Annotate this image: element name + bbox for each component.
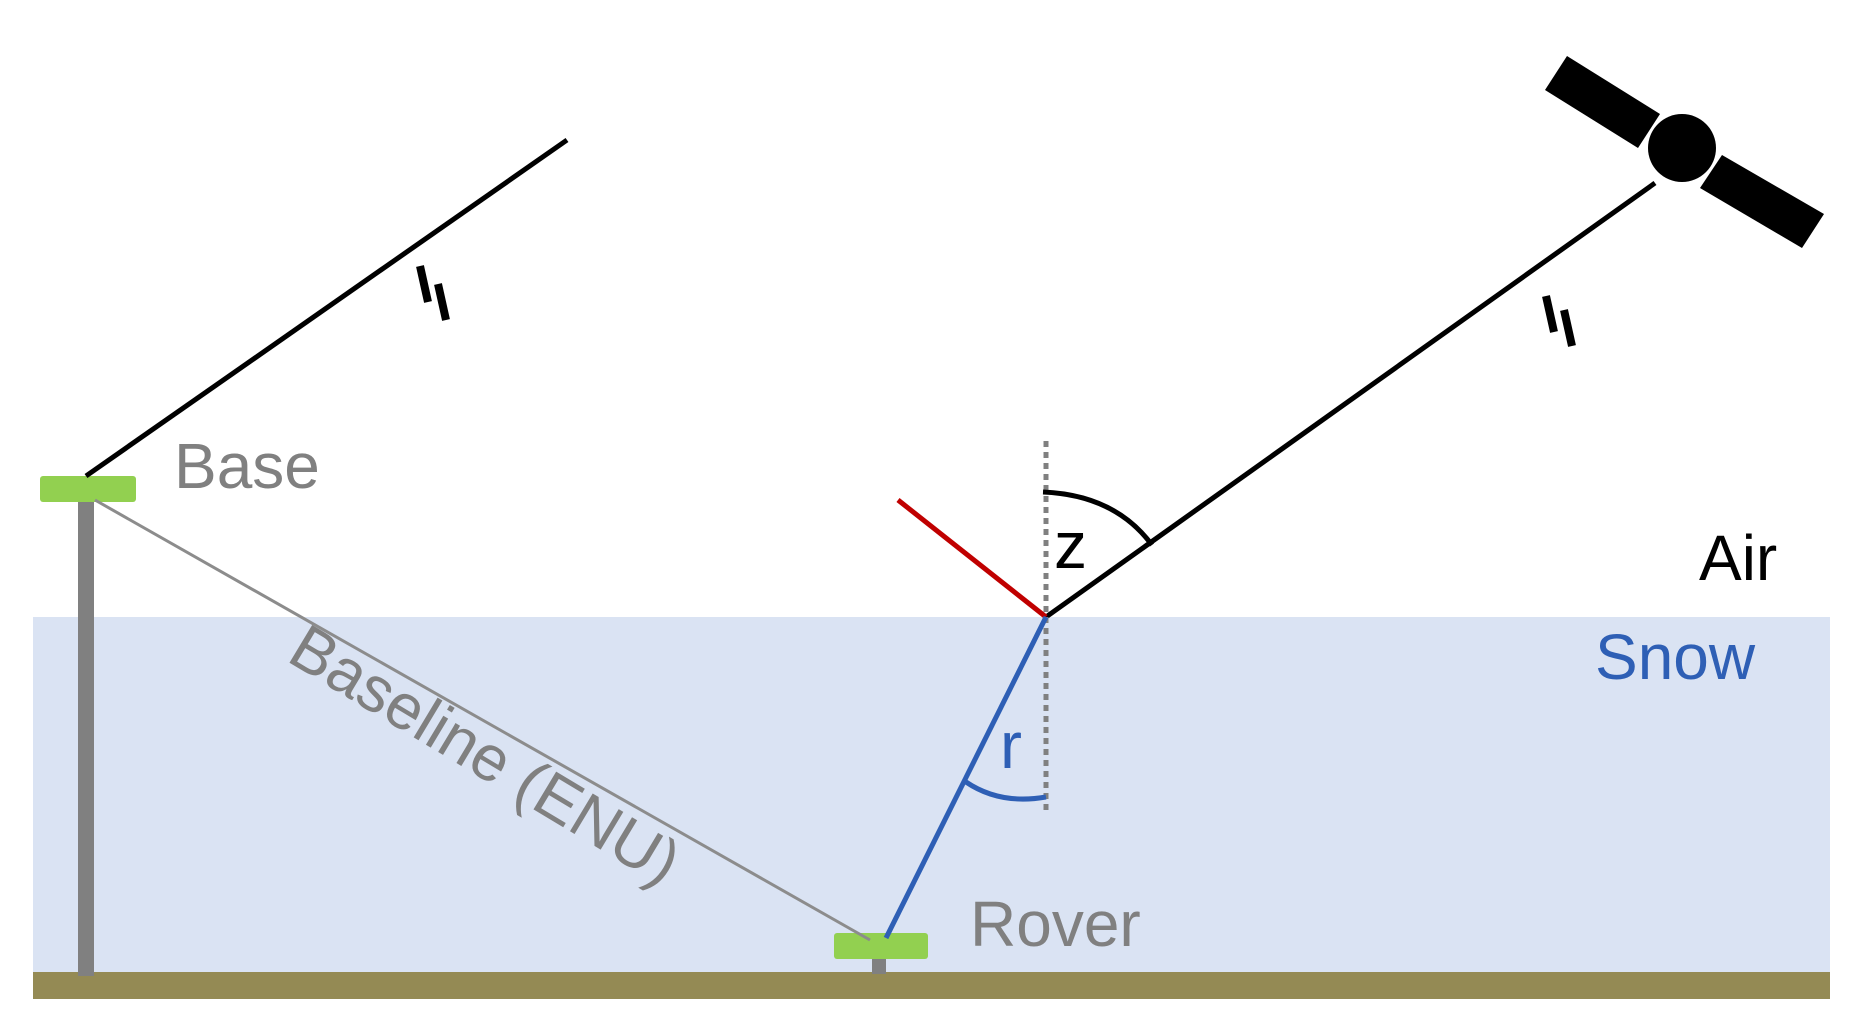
base-mast: [78, 496, 94, 976]
ground: [33, 972, 1830, 999]
rover-label: Rover: [970, 888, 1141, 960]
snow-layer: [33, 617, 1830, 979]
rover-mast: [872, 956, 886, 974]
base-parallel-mark: [416, 265, 450, 321]
air-label: Air: [1699, 522, 1777, 594]
snow-label: Snow: [1595, 621, 1756, 693]
zenith-angle-arc: [1042, 489, 1155, 547]
zenith-angle-label: z: [1054, 508, 1087, 582]
reflected-ray: [896, 498, 1048, 619]
refraction-angle-arc: [964, 779, 1047, 802]
rover-antenna: [834, 933, 928, 959]
satellite-icon: [1545, 56, 1824, 248]
baseline-line: [94, 498, 871, 942]
base-antenna: [40, 476, 136, 502]
satellite-signal-line: [1044, 180, 1657, 620]
refraction-angle-label: r: [1000, 708, 1022, 782]
base-signal-line: [84, 137, 569, 479]
refracted-ray: [883, 615, 1049, 940]
satellite-parallel-mark: [1542, 295, 1576, 347]
base-label: Base: [174, 430, 320, 502]
